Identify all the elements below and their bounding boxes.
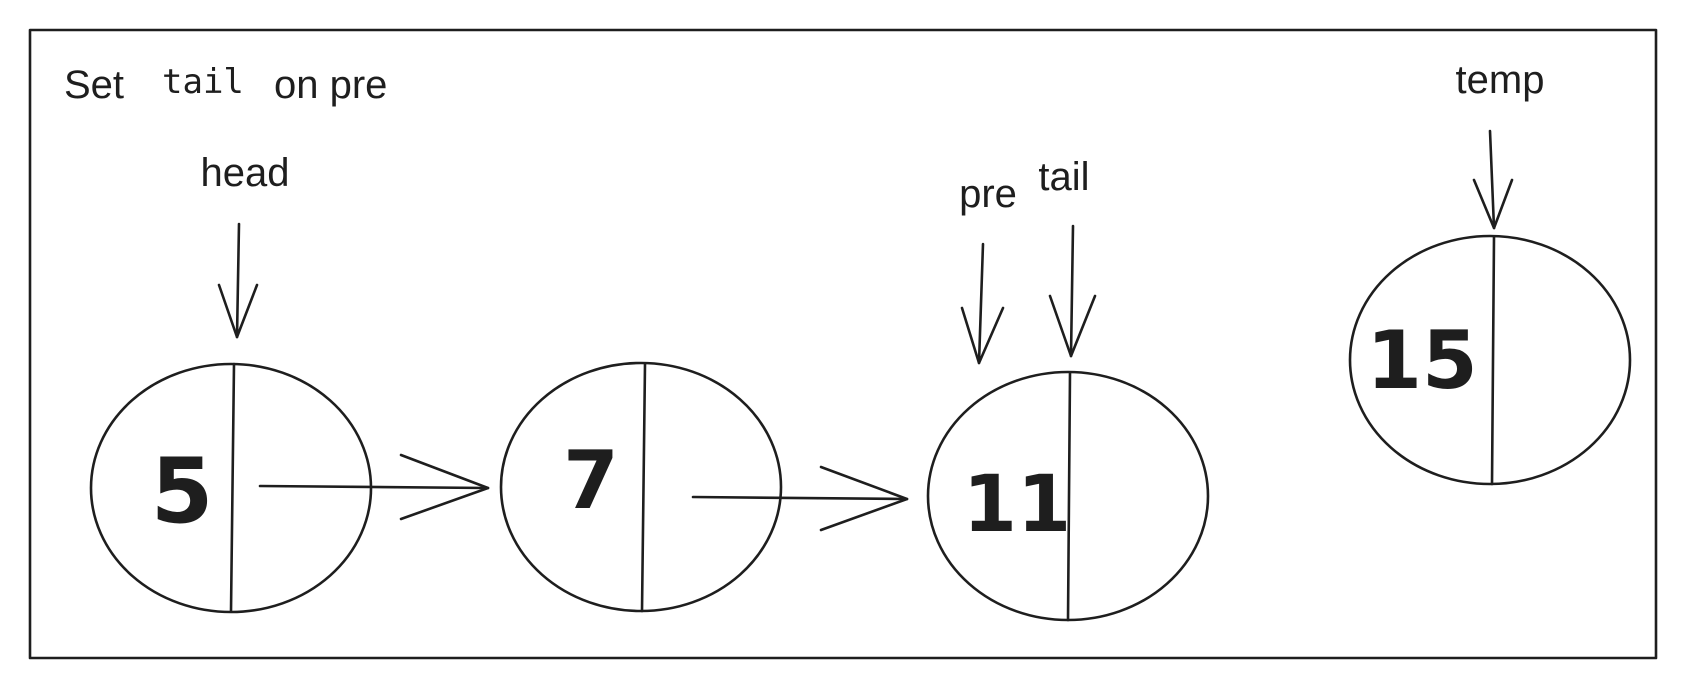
pointer-arrow-head (1472, 178, 1514, 230)
node-divider (229, 362, 236, 613)
node-5: 5 (89, 362, 373, 614)
pointer-label-pre: pre (959, 172, 1017, 216)
pointer-arrow-head (1048, 294, 1097, 358)
pointer-label-temp: temp (1456, 58, 1545, 102)
pointer-arrow-head (960, 306, 1005, 365)
pointer-arrow-head (217, 283, 259, 339)
node-divider (1490, 235, 1496, 486)
node-7: 7 (499, 361, 783, 613)
node-divider (640, 362, 647, 613)
node-value: 5 (151, 439, 214, 544)
pointer-pre: pre (959, 172, 1017, 365)
pointer-head: head (201, 151, 290, 339)
pointer-arrow-shaft (1069, 224, 1075, 358)
pointer-label-tail: tail (1038, 155, 1089, 199)
node-15: 15 (1348, 234, 1632, 486)
node-value: 7 (563, 434, 619, 527)
pointer-temp: temp (1456, 58, 1545, 230)
next-arrow-5-to-7 (258, 453, 490, 521)
arrow-shaft (258, 484, 490, 490)
arrow-shaft (691, 495, 909, 501)
node-value: 11 (963, 460, 1072, 550)
node-value: 15 (1366, 314, 1477, 407)
node-11: 11 (926, 370, 1210, 622)
title-code: tail (162, 62, 244, 102)
pointer-arrow-shaft (235, 222, 241, 339)
pointer-tail: tail (1038, 155, 1097, 358)
arrow-head (399, 453, 490, 521)
diagram-frame (28, 28, 1658, 660)
next-arrow-7-to-11 (691, 465, 909, 532)
node-divider (1066, 371, 1072, 622)
pointer-arrow-shaft (977, 242, 985, 365)
node-circle (1348, 234, 1632, 486)
title-suffix: on pre (274, 63, 387, 107)
node-circle (499, 361, 783, 613)
pointer-label-head: head (201, 151, 290, 195)
pointer-arrow-shaft (1488, 129, 1496, 230)
arrow-head (819, 465, 909, 532)
title-prefix: Set (64, 63, 124, 107)
